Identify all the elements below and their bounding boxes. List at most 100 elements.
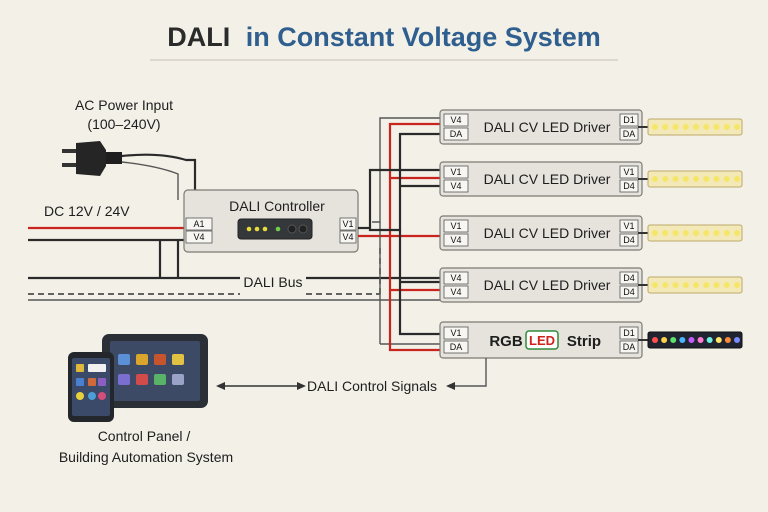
led-dot (697, 337, 704, 343)
controller-display (237, 218, 313, 240)
driver-terminal (619, 179, 639, 193)
driver-terminal-label: V4 (450, 115, 461, 125)
controller-terminal-label: V4 (342, 232, 353, 242)
controller-led (246, 226, 252, 232)
led-badge (525, 330, 559, 350)
trunk-red (388, 236, 440, 352)
app-tile-icon (118, 354, 130, 365)
driver-terminal-label: DA (623, 129, 636, 139)
app-tile-icon (154, 374, 166, 385)
led-dot (706, 337, 713, 343)
led-dot (734, 124, 740, 130)
driver-terminal-label: V1 (450, 328, 461, 338)
phone-icon (68, 352, 114, 422)
driver-terminal-label: DA (450, 129, 463, 139)
dc-input-label: DC 12V / 24V (44, 203, 130, 219)
led-dot (661, 337, 668, 343)
driver-terminal-label: V1 (623, 221, 634, 231)
controller-terminal (185, 217, 213, 231)
driver-terminal-label: V4 (450, 181, 461, 191)
led-dot (723, 282, 730, 288)
led-dot (682, 282, 689, 288)
dali-controller: DALI Controller A1 V4 V1 V4 (183, 189, 359, 253)
driver-terminal (619, 271, 639, 285)
led-dot (723, 176, 730, 182)
app-tile-icon (98, 392, 106, 400)
driver-4: V4 V4 DALI CV LED Driver D4 D4 (439, 267, 643, 303)
arrowhead-right-icon (297, 382, 306, 390)
controller-led (254, 226, 260, 232)
rgb-strip-driver: V1 DA RGB LED Strip D1 DA (439, 321, 643, 359)
driver-terminal (443, 127, 469, 141)
led-dot (693, 124, 699, 130)
driver-terminal-label: V1 (450, 221, 461, 231)
led-dot (723, 230, 730, 236)
control-panel-sublabel: Building Automation System (59, 449, 233, 465)
driver-terminal-label: DA (450, 342, 463, 352)
driver-terminal (443, 271, 469, 285)
driver-label: DALI CV LED Driver (484, 171, 611, 187)
led-dot (693, 282, 699, 288)
app-tile-icon (98, 378, 106, 386)
led-dot (652, 282, 658, 288)
driver-terminal (443, 233, 469, 247)
app-tile-icon (172, 374, 184, 385)
driver-terminal (619, 219, 639, 233)
trunk-red (388, 122, 440, 236)
driver-terminal (619, 127, 639, 141)
rgb-module-label-start: RGB (489, 333, 523, 350)
trunk-black (368, 168, 440, 228)
driver-terminal (443, 165, 469, 179)
driver-terminal-label: D1 (623, 115, 635, 125)
led-dot (703, 124, 710, 130)
dali-bus-label: DALI Bus (243, 274, 302, 290)
driver-label: DALI CV LED Driver (484, 225, 611, 241)
led-dot (662, 282, 669, 288)
app-tile-icon (136, 374, 148, 385)
driver-1: V4 DA DALI CV LED Driver D1 DA (439, 109, 643, 145)
ac-cable-black (121, 153, 197, 194)
led-dot (672, 230, 679, 236)
led-dot (672, 282, 679, 288)
driver-terminal-label: V4 (450, 287, 461, 297)
controller-led (262, 226, 268, 232)
led-dot (652, 124, 658, 130)
led-badge-text: LED (529, 333, 555, 348)
page-title: DALI in Constant Voltage System (167, 22, 601, 52)
led-dot (703, 176, 710, 182)
driver-terminal (619, 233, 639, 247)
led-dot (703, 282, 710, 288)
app-tile-icon (88, 364, 106, 372)
controller-knob (287, 224, 297, 234)
driver-terminal (619, 113, 639, 127)
led-dot (713, 176, 720, 182)
led-dot (670, 337, 677, 343)
controller-led (275, 226, 281, 232)
driver-terminal-label: D4 (623, 287, 635, 297)
driver-label: DALI CV LED Driver (484, 277, 611, 293)
driver-terminal-label: D4 (623, 273, 635, 283)
app-tile-icon (76, 392, 84, 400)
led-dot (734, 230, 740, 236)
ac-input-label: AC Power Input (75, 97, 173, 113)
app-tile-icon (136, 354, 148, 365)
driver-terminal (443, 219, 469, 233)
driver-terminal-label: D4 (623, 235, 635, 245)
driver-terminal (619, 326, 639, 340)
controller-terminal (339, 230, 357, 244)
ac-plug-icon (62, 141, 122, 176)
title-dali: DALI (167, 22, 230, 52)
driver-terminal (443, 326, 469, 340)
control-signal-wire (452, 358, 487, 387)
app-tile-icon (172, 354, 184, 365)
app-tile-icon (88, 378, 96, 386)
driver-terminal (443, 340, 469, 354)
led-dot (693, 230, 699, 236)
led-dot (682, 230, 689, 236)
rgb-module-label-end: Strip (567, 333, 601, 350)
driver-terminal (619, 285, 639, 299)
arrowhead-left-icon (216, 382, 225, 390)
driver-terminal-label: D1 (623, 328, 635, 338)
led-dot (672, 124, 679, 130)
